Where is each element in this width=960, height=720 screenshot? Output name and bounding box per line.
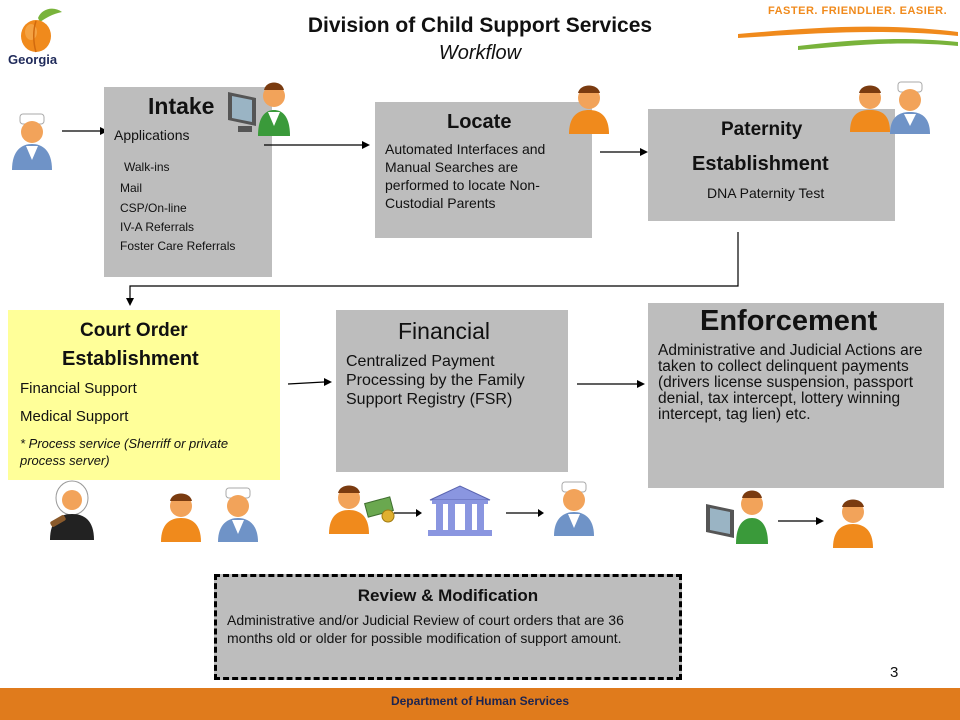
locate-box: Locate Automated Interfaces and Manual S…: [375, 102, 592, 238]
paternity-text: DNA Paternity Test: [707, 185, 825, 201]
nurse-icon: [12, 113, 52, 170]
intake-item: Applications: [114, 127, 190, 143]
person-icon: [833, 499, 873, 548]
financial-box: Financial Centralized Payment Processing…: [336, 310, 568, 472]
person-icon: [329, 485, 369, 534]
enforcement-title: Enforcement: [700, 305, 878, 337]
computer-user-icon: [706, 490, 768, 544]
page-number: 3: [890, 664, 899, 681]
court-order-box: Court Order Establishment Financial Supp…: [8, 310, 280, 480]
footer-text: Department of Human Services: [390, 694, 570, 708]
review-title: Review & Modification: [357, 586, 539, 605]
footer-bar: [0, 688, 960, 720]
court-title-2: Establishment: [62, 348, 199, 370]
arrow-locate-to-paternity: [600, 148, 648, 156]
court-item: Medical Support: [20, 408, 129, 425]
peach-logo-icon: [21, 8, 62, 53]
swoosh-icon: [738, 26, 958, 50]
arrow-court-to-financial: [287, 378, 332, 386]
intake-item: Foster Care Referrals: [120, 239, 236, 253]
locate-title: Locate: [447, 111, 512, 133]
nurse-icon: [890, 81, 930, 134]
arrow-intake-to-locate: [264, 141, 370, 149]
courthouse-icon: [428, 485, 492, 536]
person-icon: [161, 493, 201, 542]
court-note: * Process service (Sherriff or private p…: [20, 436, 229, 468]
intake-item: Walk-ins: [124, 160, 170, 174]
intake-item: CSP/On-line: [120, 201, 187, 215]
intake-box: Intake Applications Walk-ins Mail CSP/On…: [104, 87, 272, 277]
arrow-nurse-to-intake: [62, 127, 108, 135]
arrow-financial-to-enforcement: [577, 380, 645, 388]
paternity-title-2: Establishment: [692, 153, 829, 175]
arrow-enforcement-to-person: [778, 517, 824, 525]
person-icon: [569, 85, 609, 134]
nurse-icon: [554, 481, 594, 536]
court-title-1: Court Order: [80, 320, 188, 341]
tagline: FASTER. FRIENDLIER. EASIER.: [768, 5, 948, 17]
financial-title: Financial: [398, 318, 491, 344]
person-icon: [850, 85, 890, 132]
georgia-logo: Georgia: [8, 6, 68, 67]
money-icon: [364, 496, 395, 523]
arrow-money-to-bank: [394, 509, 422, 517]
financial-text: Centralized Payment Processing by the Fa…: [346, 353, 525, 408]
intake-title: Intake: [148, 93, 215, 119]
locate-text: Automated Interfaces and Manual Searches…: [385, 141, 546, 211]
court-item: Financial Support: [20, 380, 137, 397]
review-text: Administrative and/or Judicial Review of…: [227, 612, 624, 646]
computer-user-icon: [228, 82, 290, 136]
tagline-banner: FASTER. FRIENDLIER. EASIER.: [738, 0, 960, 62]
intake-item: IV-A Referrals: [120, 220, 195, 234]
intake-item: Mail: [120, 181, 143, 195]
nurse-icon: [218, 487, 258, 542]
logo-text: Georgia: [8, 52, 58, 67]
paternity-title-1: Paternity: [721, 119, 803, 140]
page-subtitle: Workflow: [438, 42, 522, 64]
arrow-paternity-to-court: [126, 232, 739, 306]
enforcement-text: Administrative and Judicial Actions are …: [658, 342, 923, 423]
arrow-bank-to-nurse: [506, 509, 544, 517]
page-title: Division of Child Support Services: [307, 14, 653, 37]
enforcement-box: Enforcement Administrative and Judicial …: [648, 303, 944, 488]
judge-icon: [50, 480, 94, 540]
review-box: Review & Modification Administrative and…: [214, 574, 682, 680]
